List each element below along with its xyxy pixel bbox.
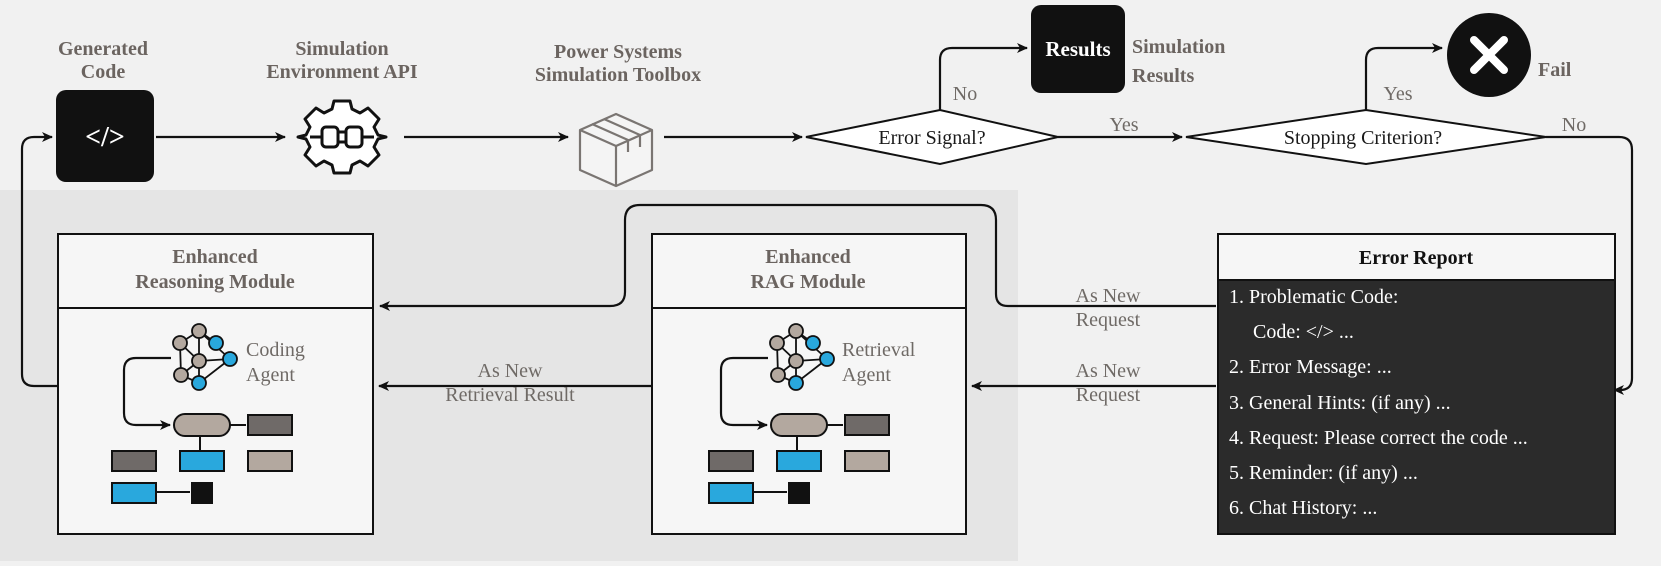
rag-flow-nodes <box>708 356 890 504</box>
new-request-bottom-label-1: As New <box>1076 360 1142 382</box>
error-report-item-2: 2. Error Message: ... <box>1229 356 1392 378</box>
arrow-error-no-to-results <box>938 43 1028 110</box>
generated-code-label-1: Generated <box>58 38 148 60</box>
code-icon <box>56 90 154 182</box>
error-report-item-5: 5. Reminder: (if any) ... <box>1229 462 1418 484</box>
sim-results-label-1: Simulation <box>1132 36 1225 58</box>
rag-title-1: Enhanced <box>765 246 851 268</box>
error-report-item-3: 3. General Hints: (if any) ... <box>1229 392 1451 414</box>
generated-code-label-2: Code <box>81 61 126 83</box>
new-request-top-label-1: As New <box>1076 285 1142 307</box>
retrieval-agent-label-2: Agent <box>842 364 891 386</box>
arrow-report-to-reasoning <box>379 203 1216 311</box>
error-report-item-1: 1. Problematic Code: <box>1229 286 1398 308</box>
results-box <box>1031 5 1125 93</box>
error-no-label: No <box>953 83 977 105</box>
new-request-bottom-label-2: Request <box>1076 384 1141 406</box>
reasoning-flow-nodes <box>111 356 293 504</box>
error-report-title: Error Report <box>1359 247 1474 269</box>
gear-plug-icon <box>296 99 388 175</box>
error-yes-label: Yes <box>1109 114 1138 136</box>
new-retrieval-label-2: Retrieval Result <box>445 384 575 406</box>
toolbox-label-2: Simulation Toolbox <box>535 64 701 86</box>
fail-x-mark <box>1470 36 1508 74</box>
coding-agent-label-1: Coding <box>246 339 305 361</box>
retrieval-agent-network-icon <box>769 323 835 391</box>
sim-env-api-label-1: Simulation <box>295 38 388 60</box>
code-icon-text: </> <box>85 122 125 153</box>
reasoning-title-2: Reasoning Module <box>135 271 295 293</box>
error-report: Error Report 1. Problematic Code: Code: … <box>1217 233 1616 535</box>
toolbox-label-1: Power Systems <box>554 41 682 63</box>
sim-results-label-2: Results <box>1132 65 1194 87</box>
new-request-top-label-2: Request <box>1076 309 1141 331</box>
fail-label: Fail <box>1538 59 1572 81</box>
new-retrieval-label-1: As New <box>478 360 544 382</box>
error-report-item-4: 4. Request: Please correct the code ... <box>1229 427 1528 449</box>
box-icon <box>578 112 654 188</box>
rag-title-2: RAG Module <box>751 271 866 293</box>
retrieval-agent-label-1: Retrieval <box>842 339 916 361</box>
arrow-reasoning-to-code <box>20 132 58 388</box>
error-report-item-6: 6. Chat History: ... <box>1229 497 1377 519</box>
stop-no-label: No <box>1562 114 1586 136</box>
stopping-criterion-label: Stopping Criterion? <box>1284 127 1442 149</box>
results-box-text: Results <box>1045 37 1110 61</box>
reasoning-module: Enhanced Reasoning Module <box>57 233 374 535</box>
sim-env-api-label-2: Environment API <box>266 61 418 83</box>
coding-agent-network-icon <box>172 323 238 391</box>
arrow-stop-yes-to-fail <box>1364 43 1443 110</box>
stop-yes-label: Yes <box>1383 83 1412 105</box>
error-signal-label: Error Signal? <box>878 127 985 149</box>
arrow-stop-no-to-report <box>1546 135 1634 395</box>
coding-agent-label-2: Agent <box>246 364 295 386</box>
error-report-item-1-code: Code: </> ... <box>1253 321 1354 343</box>
reasoning-title-1: Enhanced <box>172 246 258 268</box>
